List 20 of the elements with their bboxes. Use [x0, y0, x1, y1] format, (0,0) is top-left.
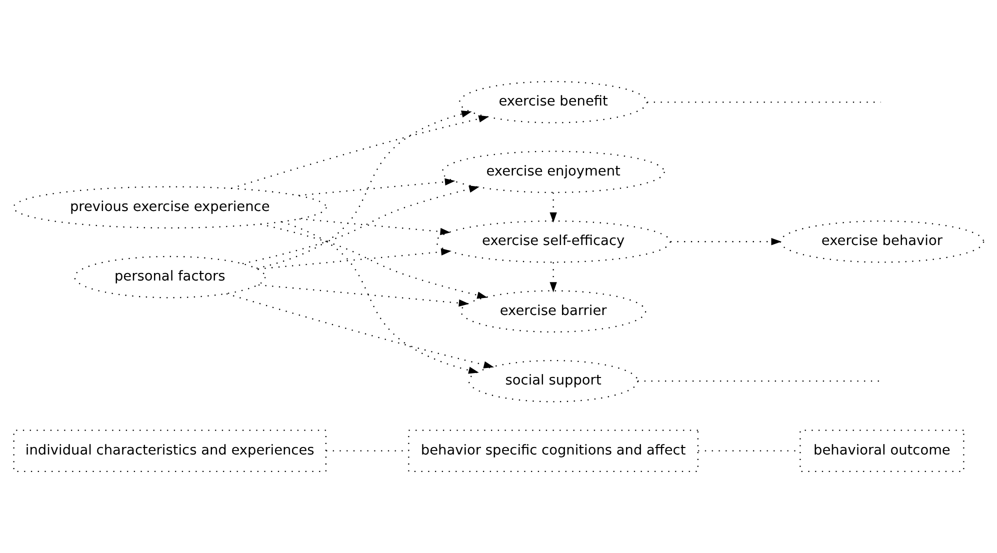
node-box: behavior specific cognitions and affect	[408, 430, 698, 472]
arrow	[231, 115, 490, 189]
arrow	[299, 218, 451, 236]
arrow	[670, 238, 782, 246]
node-ellipse: exercise behavior	[780, 220, 984, 263]
node-ellipse: previous exercise experience	[12, 186, 327, 228]
node-box: individual characteristics and experiences	[13, 430, 326, 472]
arrow	[550, 192, 557, 223]
arrow	[550, 262, 557, 292]
arrow	[242, 186, 480, 264]
node-ellipse: exercise self-efficacy	[436, 220, 671, 263]
arrow	[260, 224, 488, 299]
arrow	[256, 110, 472, 269]
arrow	[226, 293, 494, 368]
arrow	[282, 221, 479, 374]
arrow	[298, 178, 456, 196]
node-box: behavioral outcome	[800, 430, 964, 472]
node-ellipse: personal factors	[74, 256, 266, 298]
arrow	[258, 248, 452, 270]
arrow	[258, 284, 470, 307]
